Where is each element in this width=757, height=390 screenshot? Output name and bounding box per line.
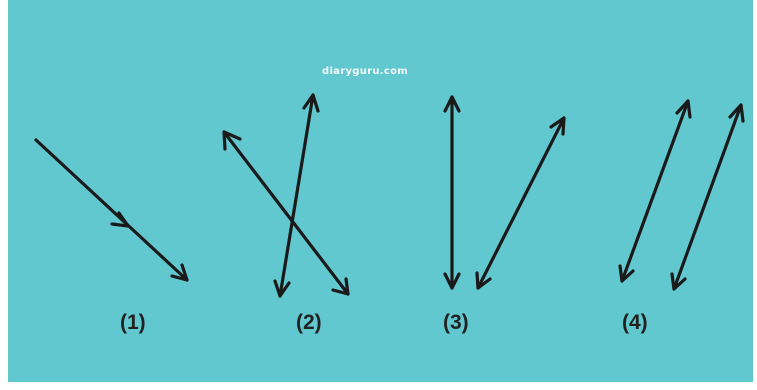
arrow-head-mid [110, 211, 130, 228]
figure-2-intersecting-lines [222, 93, 350, 298]
line-right [672, 103, 743, 291]
arrow-head-vertical-end [443, 272, 461, 290]
arrow-head-vertical-start [443, 95, 461, 113]
figure-label-3: (3) [443, 311, 469, 334]
arrow-head-b-end [273, 279, 291, 298]
arrow-head-b-start [302, 93, 320, 113]
arrow-head-slanted-start [549, 116, 566, 136]
figure-4-parallel-lines [618, 99, 745, 291]
arrow-head-right-start [728, 103, 745, 123]
arrow-head-slanted-end [475, 271, 492, 290]
figure-1-ray [34, 138, 189, 282]
line-left [620, 99, 690, 283]
line-slanted [476, 116, 566, 290]
arrow-head-right-end [670, 272, 687, 291]
diagram-canvas [8, 0, 753, 382]
ray-line [34, 138, 189, 282]
arrow-head-left-end [618, 264, 635, 283]
line-a [222, 130, 350, 296]
figure-label-4: (4) [622, 311, 648, 334]
arrow-head-a-start [222, 130, 242, 151]
watermark-text: diaryguru.com [322, 66, 409, 77]
arrow-head-a-end [331, 277, 350, 296]
arrow-head-end [170, 263, 189, 282]
figure-label-1: (1) [120, 311, 146, 334]
figure-3-intersecting-lines [443, 95, 566, 290]
figure-label-2: (2) [296, 311, 322, 334]
line-b [278, 93, 315, 298]
arrow-head-left-start [675, 99, 692, 119]
